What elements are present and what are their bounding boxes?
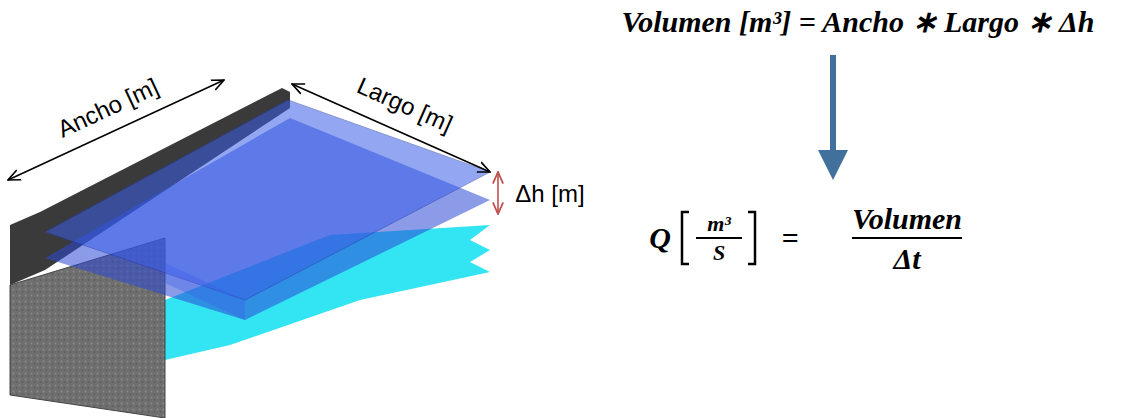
flow-arrow bbox=[830, 55, 836, 165]
unit-denominator: S bbox=[713, 242, 725, 264]
unit-fraction-bar bbox=[696, 237, 742, 239]
water-level-upper bbox=[45, 100, 490, 300]
fraction-bar bbox=[852, 237, 962, 239]
length-label: Largo [m] bbox=[354, 73, 456, 136]
flow-symbol: Q bbox=[649, 223, 671, 253]
height-label: Δh [m] bbox=[515, 182, 584, 206]
height-arrow bbox=[497, 172, 499, 214]
unit-numerator: m³ bbox=[707, 213, 731, 235]
fraction-denominator: Δt bbox=[893, 244, 920, 274]
fraction-numerator: Volumen bbox=[852, 204, 962, 234]
water-edge bbox=[165, 263, 245, 320]
bracket-right bbox=[748, 212, 755, 264]
volume-formula: Volumen [m³] = Ancho ∗ Largo ∗ Δh bbox=[621, 7, 1094, 37]
bracket-left bbox=[682, 212, 689, 264]
width-label: Ancho [m] bbox=[54, 74, 162, 141]
equals-sign: = bbox=[781, 223, 798, 253]
